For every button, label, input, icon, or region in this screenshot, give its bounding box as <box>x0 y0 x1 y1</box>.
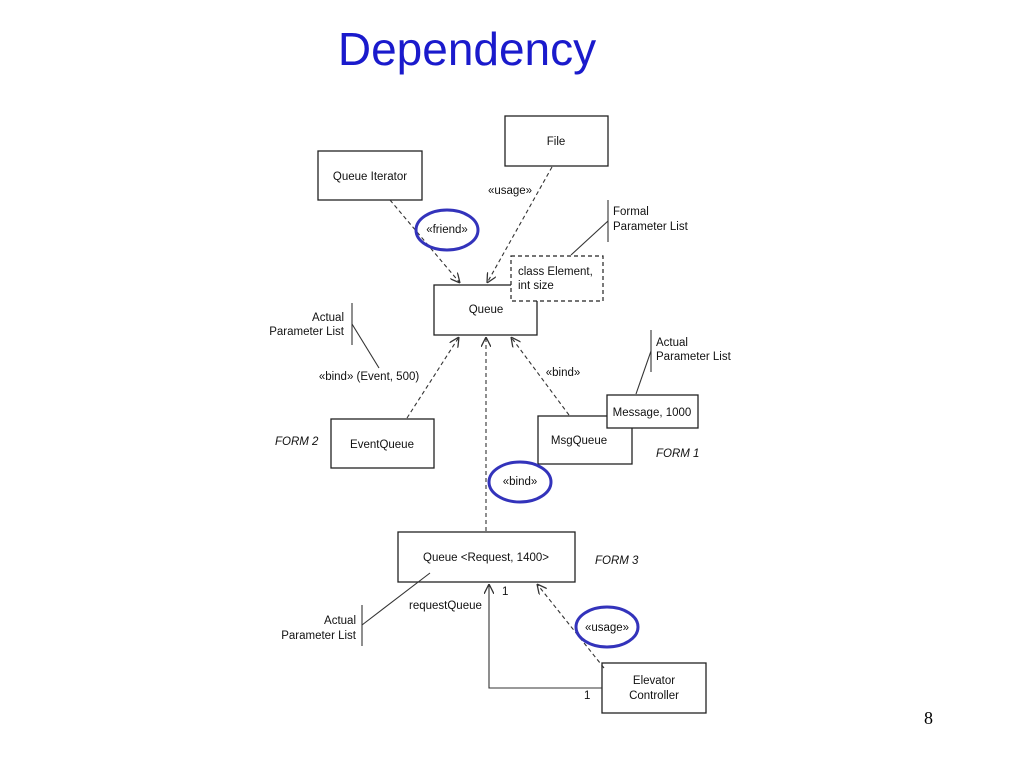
actual-params-left-line-1: Actual <box>312 312 344 324</box>
actual-params-bottom-line-2: Parameter List <box>281 630 357 642</box>
form-1-label: FORM 1 <box>656 448 699 460</box>
queue-end-multiplicity: 1 <box>502 586 508 598</box>
queue-request-label: Queue <Request, 1400> <box>423 552 549 564</box>
usage-file-stereotype: «usage» <box>488 185 532 197</box>
actual-params-left-line-2: Parameter List <box>269 326 345 338</box>
usage-elevator-dependency-arrow <box>537 584 605 669</box>
formal-params-leader <box>570 220 609 256</box>
msg-queue-label: MsgQueue <box>551 435 607 447</box>
template-param-line-1: class Element, <box>518 266 593 278</box>
slide-title: Dependency <box>337 23 597 75</box>
formal-params-note-line-1: Formal <box>613 206 649 218</box>
actual-params-left-leader <box>351 323 380 369</box>
bind-highlight-ring <box>487 460 553 504</box>
bind-event-dependency-arrow <box>406 337 459 419</box>
class-event-queue: EventQueue <box>330 418 435 469</box>
page-number: 8 <box>924 708 933 728</box>
message-parameter-box: Message, 1000 <box>606 394 699 429</box>
bind-event-stereotype: «bind» (Event, 500) <box>319 371 420 383</box>
request-queue-role-label: requestQueue <box>409 600 482 612</box>
actual-params-right-line-2: Parameter List <box>656 351 732 363</box>
class-file: File <box>504 115 609 167</box>
usage-elevator-stereotype: «usage» <box>585 622 629 634</box>
friend-highlight-ring <box>414 208 480 252</box>
actual-params-bottom-line-1: Actual <box>324 615 356 627</box>
elevator-controller-line-2: Controller <box>629 690 679 702</box>
friend-stereotype: «friend» <box>426 224 468 236</box>
usage-file-dependency-arrow <box>487 166 553 283</box>
queue-iterator-label: Queue Iterator <box>333 171 407 183</box>
request-queue-association <box>489 584 602 689</box>
actual-params-right-line-1: Actual <box>656 337 688 349</box>
class-queue-iterator: Queue Iterator <box>317 150 423 201</box>
form-2-label: FORM 2 <box>275 436 319 448</box>
form-3-label: FORM 3 <box>595 555 639 567</box>
bind-msg-dependency-arrow <box>511 337 570 416</box>
class-queue-request: Queue <Request, 1400> <box>397 531 576 583</box>
event-queue-label: EventQueue <box>350 439 414 451</box>
elevator-controller-line-1: Elevator <box>633 675 675 687</box>
formal-params-note-line-2: Parameter List <box>613 221 689 233</box>
template-param-line-2: int size <box>518 280 554 292</box>
actual-params-right-leader <box>635 350 652 395</box>
queue-label: Queue <box>469 304 504 316</box>
bind-request-stereotype: «bind» <box>503 476 538 488</box>
file-label: File <box>547 136 566 148</box>
message-param-label: Message, 1000 <box>613 407 692 419</box>
bind-msg-stereotype: «bind» <box>546 367 581 379</box>
friend-dependency-arrow <box>389 199 460 283</box>
usage-highlight-ring <box>574 605 640 649</box>
elevator-end-multiplicity: 1 <box>584 690 590 702</box>
actual-params-bottom-leader <box>361 572 431 626</box>
template-parameters-box: class Element, int size <box>510 255 604 302</box>
class-elevator-controller: Elevator Controller <box>601 662 707 714</box>
